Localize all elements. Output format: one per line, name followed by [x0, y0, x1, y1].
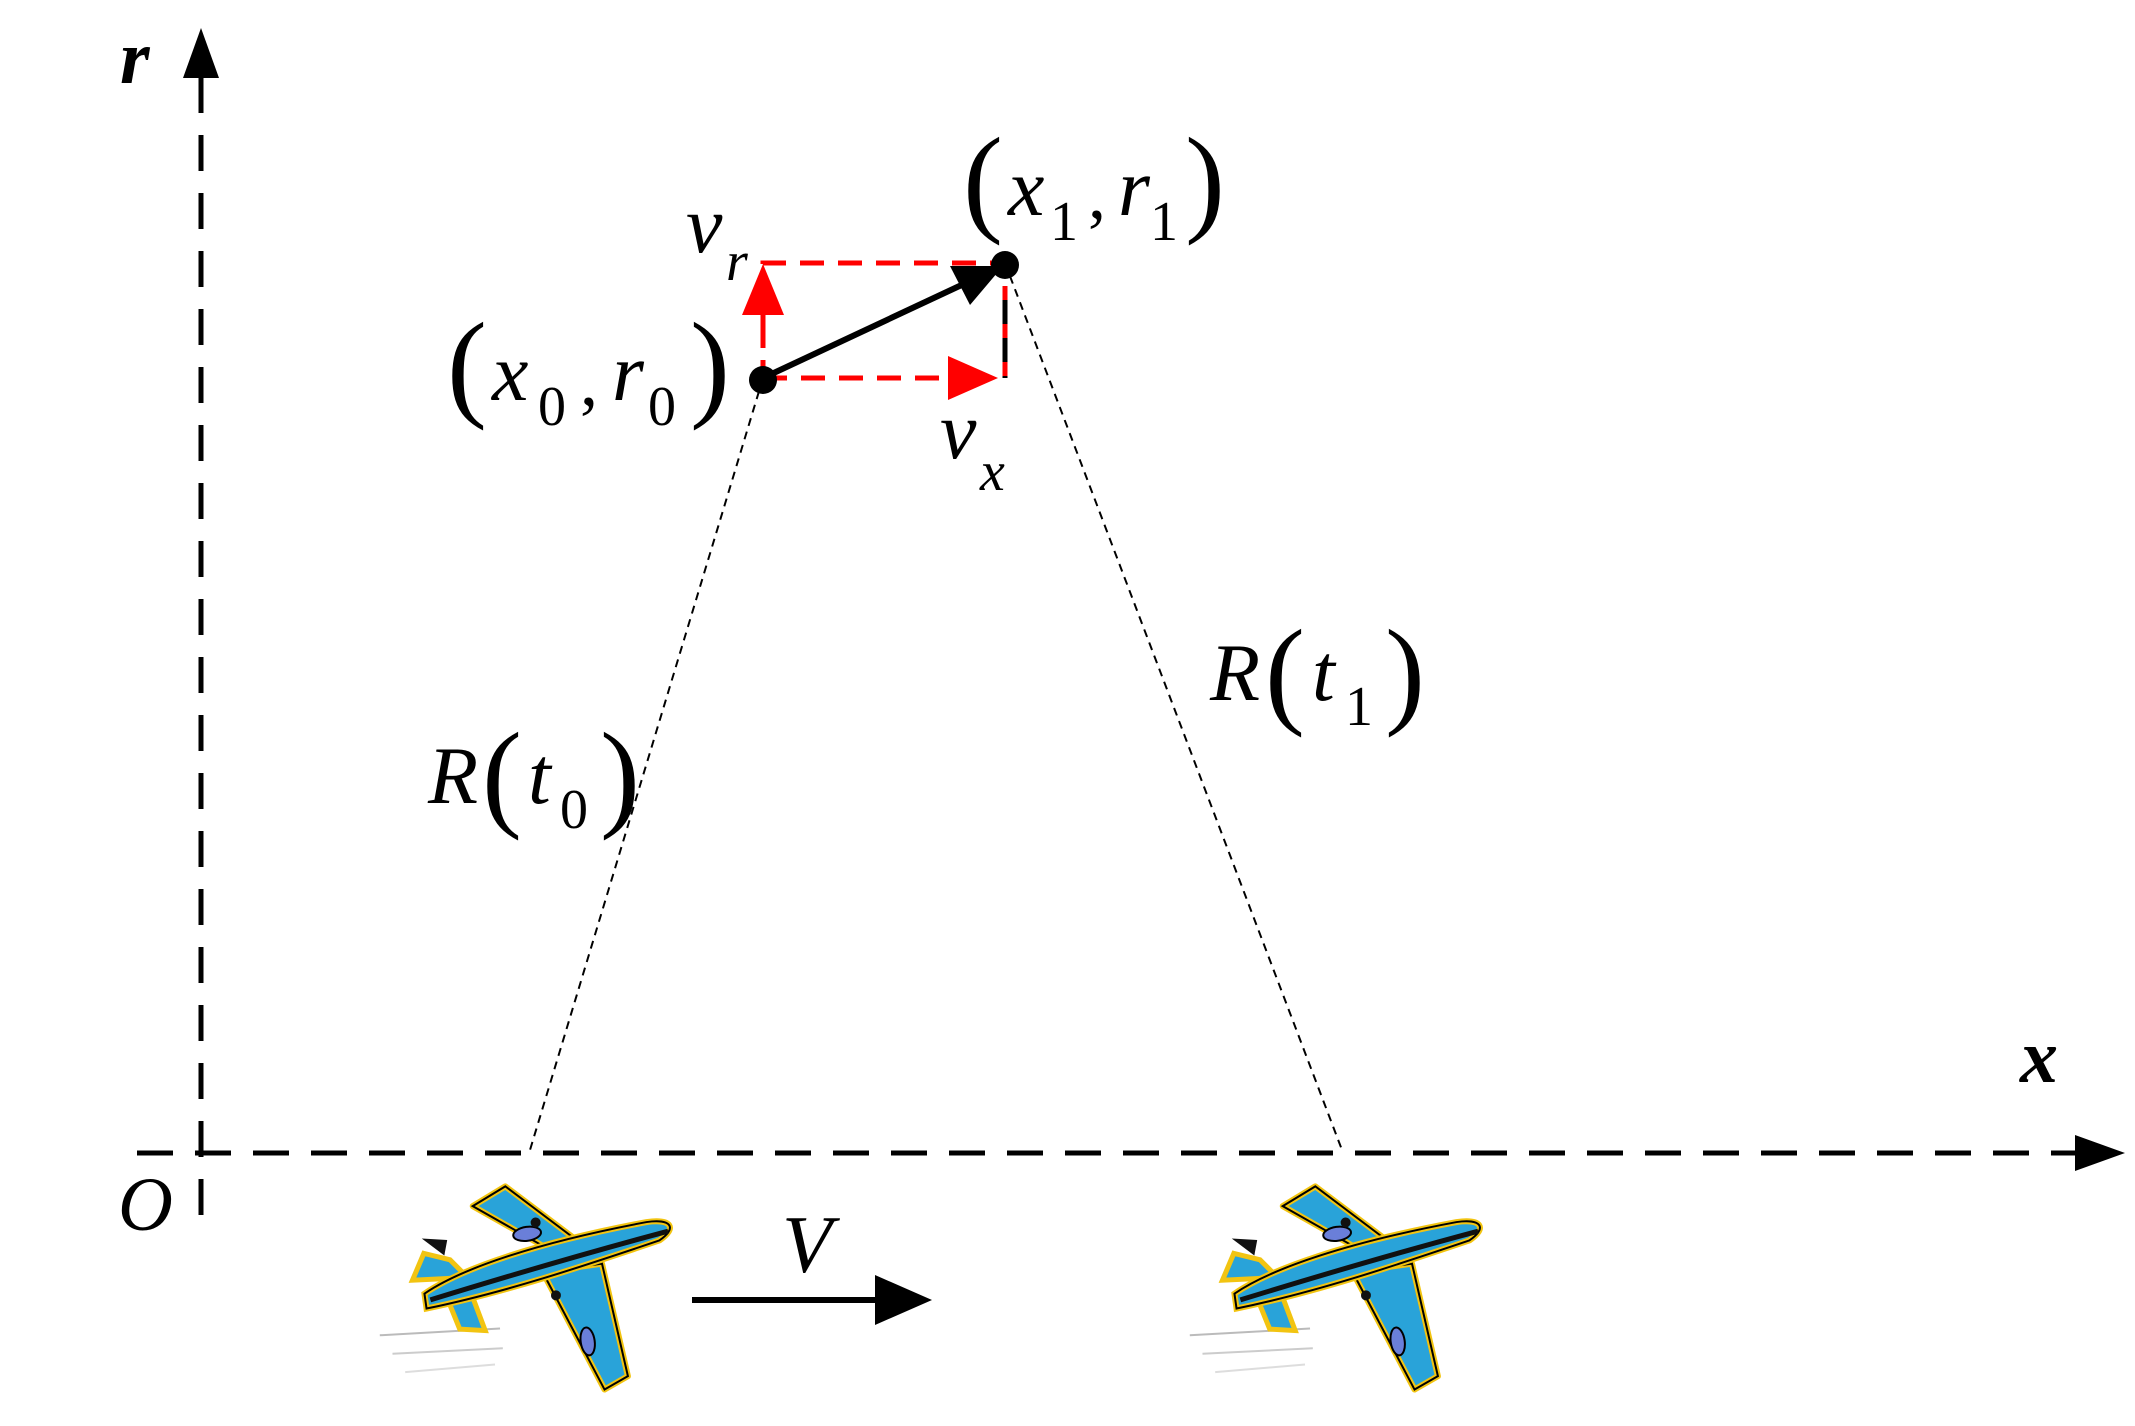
- range-line-second: [1004, 262, 1343, 1151]
- radial-velocity-subscript: r: [726, 231, 748, 293]
- svg-text:): ): [1385, 605, 1425, 738]
- start-point: [749, 366, 777, 394]
- along-track-velocity-symbol: v: [940, 385, 977, 476]
- motion-vector-arrowhead: [950, 266, 1003, 305]
- range-second-symbol: R: [1209, 627, 1260, 718]
- range-label-second: R ( t 1 ): [1209, 605, 1425, 738]
- origin-label: O: [118, 1163, 173, 1247]
- svg-text:(: (: [963, 113, 1003, 246]
- start-r-subscript: 0: [648, 376, 676, 438]
- airplane-icon: [362, 1164, 691, 1419]
- end-r-symbol: r: [1118, 142, 1151, 233]
- radial-velocity-arrowhead: [742, 264, 784, 315]
- along-track-velocity-label: v x: [940, 385, 1005, 503]
- platform-velocity-arrowhead: [875, 1275, 932, 1325]
- start-x-symbol: x: [491, 327, 528, 418]
- end-x-subscript: 1: [1050, 191, 1078, 253]
- along-track-velocity-subscript: x: [979, 441, 1005, 503]
- along-track-velocity-arrowhead: [948, 356, 998, 400]
- horizontal-axis-arrowhead: [2075, 1135, 2125, 1171]
- start-point-label: ( x 0 , r 0 ): [447, 298, 730, 438]
- svg-text:): ): [690, 298, 730, 431]
- vertical-axis-label: r: [120, 16, 151, 100]
- range-first-arg: t: [528, 730, 553, 821]
- end-r-subscript: 1: [1150, 191, 1178, 253]
- radial-velocity-symbol: v: [686, 179, 723, 270]
- airplane-icon: [1172, 1164, 1501, 1419]
- range-first-symbol: R: [427, 730, 478, 821]
- range-second-arg: t: [1312, 627, 1337, 718]
- platform-velocity-label: V: [782, 1199, 840, 1290]
- motion-vector: [761, 279, 970, 381]
- end-separator: ,: [1088, 154, 1106, 234]
- range-second-subscript: 1: [1345, 676, 1373, 738]
- svg-text:(: (: [1265, 605, 1305, 738]
- svg-text:): ): [600, 708, 640, 841]
- svg-text:): ): [1185, 113, 1225, 246]
- svg-text:(: (: [482, 708, 522, 841]
- end-x-symbol: x: [1007, 142, 1044, 233]
- end-point-label: ( x 1 , r 1 ): [963, 113, 1225, 253]
- range-first-subscript: 0: [560, 779, 588, 841]
- range-label-first: R ( t 0 ): [427, 708, 640, 841]
- range-line-first: [529, 377, 764, 1151]
- vertical-axis-arrowhead: [183, 28, 219, 78]
- start-r-symbol: r: [612, 327, 645, 418]
- horizontal-axis-label: x: [2019, 1015, 2058, 1099]
- start-x-subscript: 0: [538, 376, 566, 438]
- start-separator: ,: [580, 341, 598, 421]
- radial-velocity-label: v r: [686, 179, 748, 293]
- end-point: [991, 251, 1019, 279]
- svg-text:(: (: [447, 298, 487, 431]
